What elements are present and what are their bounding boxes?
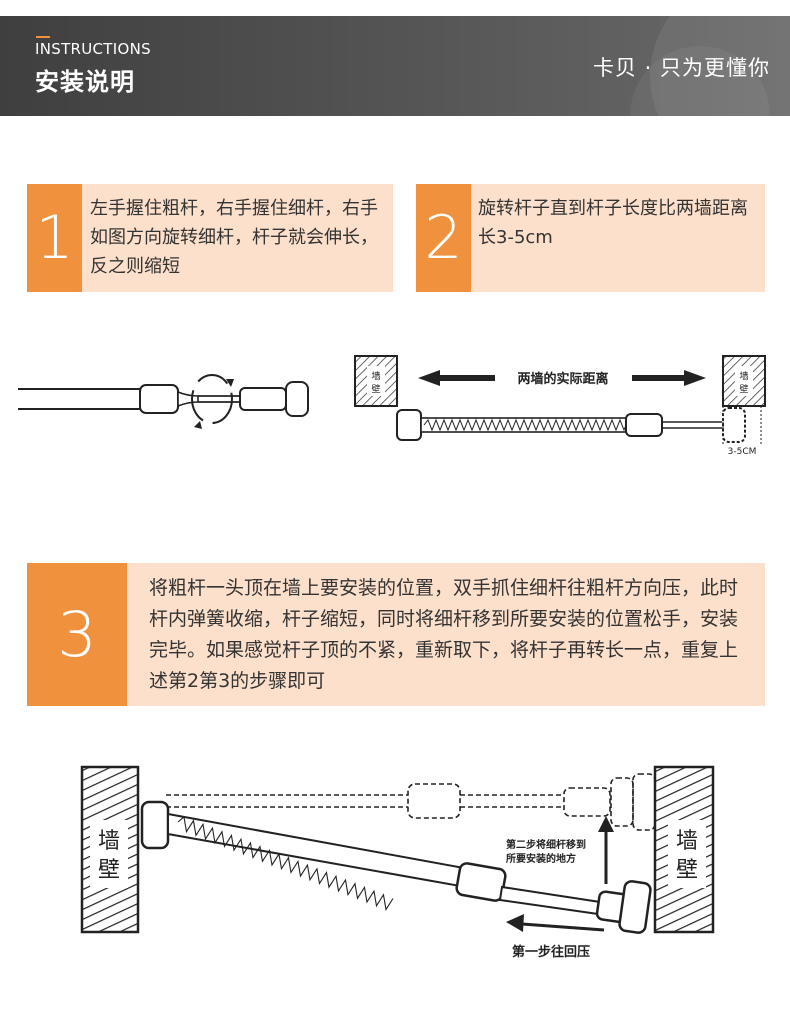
wall-label-right-bottom: 壁 xyxy=(739,383,748,395)
header-cn-title: 安装说明 xyxy=(35,68,135,96)
step-3-number: 3 xyxy=(27,563,127,706)
step-2-text: 旋转杆子直到杆子长度比两墙距离长3-5cm xyxy=(478,198,748,248)
rotation-arrow-icon xyxy=(226,379,234,387)
step-2-number: 2 xyxy=(416,184,471,292)
gap-label: 3-5CM xyxy=(728,447,757,457)
step-1-text: 左手握住粗杆，右手握住细杆，右手如图方向旋转细杆，杆子就会伸长，反之则缩短 xyxy=(90,198,378,277)
step-1-number: 1 xyxy=(27,184,82,292)
wall-distance-illustration: 墙 壁 墙 壁 两墙的实际距离 3-5CM xyxy=(354,355,766,457)
wall-right-bottom: 壁 xyxy=(676,858,698,883)
arrow-left-icon xyxy=(506,914,524,932)
header-slogan: 卡贝 · 只为更懂你 xyxy=(592,56,770,80)
accent-dash xyxy=(36,36,50,38)
wall-label-right-top: 墙 xyxy=(739,370,748,382)
wall-left-top: 墙 xyxy=(98,829,120,854)
step-2-panel: 2 旋转杆子直到杆子长度比两墙距离长3-5cm xyxy=(416,184,765,292)
step1-hint: 第一步往回压 xyxy=(512,944,590,960)
step-3-text: 将粗杆一头顶在墙上要安装的位置，双手抓住细杆往粗杆方向压，此时杆内弹簧收缩，杆子… xyxy=(149,577,739,692)
arrow-up-icon xyxy=(598,816,614,832)
header-en-title: INSTRUCTIONS xyxy=(35,40,151,58)
wall-left-bottom: 壁 xyxy=(98,858,120,883)
wall-label-left-bottom: 壁 xyxy=(371,383,380,395)
wall-label-left-top: 墙 xyxy=(371,370,380,382)
distance-label: 两墙的实际距离 xyxy=(517,371,608,387)
step-1-panel: 1 左手握住粗杆，右手握住细杆，右手如图方向旋转细杆，杆子就会伸长，反之则缩短 xyxy=(27,184,393,292)
step-3-panel: 3 将粗杆一头顶在墙上要安装的位置，双手抓住细杆往粗杆方向压，此时杆内弹簧收缩，… xyxy=(27,563,765,706)
header-banner: INSTRUCTIONS 安装说明 卡贝 · 只为更懂你 xyxy=(0,16,790,116)
step2-hint-line2: 所要安装的地方 xyxy=(506,852,576,865)
arrow-left-icon xyxy=(418,370,495,386)
rotation-arrow-icon xyxy=(194,421,202,429)
rod-rotation-illustration xyxy=(18,374,309,429)
rod-installation-illustration: 墙 壁 墙 壁 第二步将细杆移到 所要安装的地方 第一步往回压 xyxy=(80,765,715,960)
step2-hint-line1: 第二步将细杆移到 xyxy=(506,838,586,851)
arrow-right-icon xyxy=(632,370,706,386)
wall-right-top: 墙 xyxy=(676,829,698,854)
decorative-circle xyxy=(650,16,790,116)
